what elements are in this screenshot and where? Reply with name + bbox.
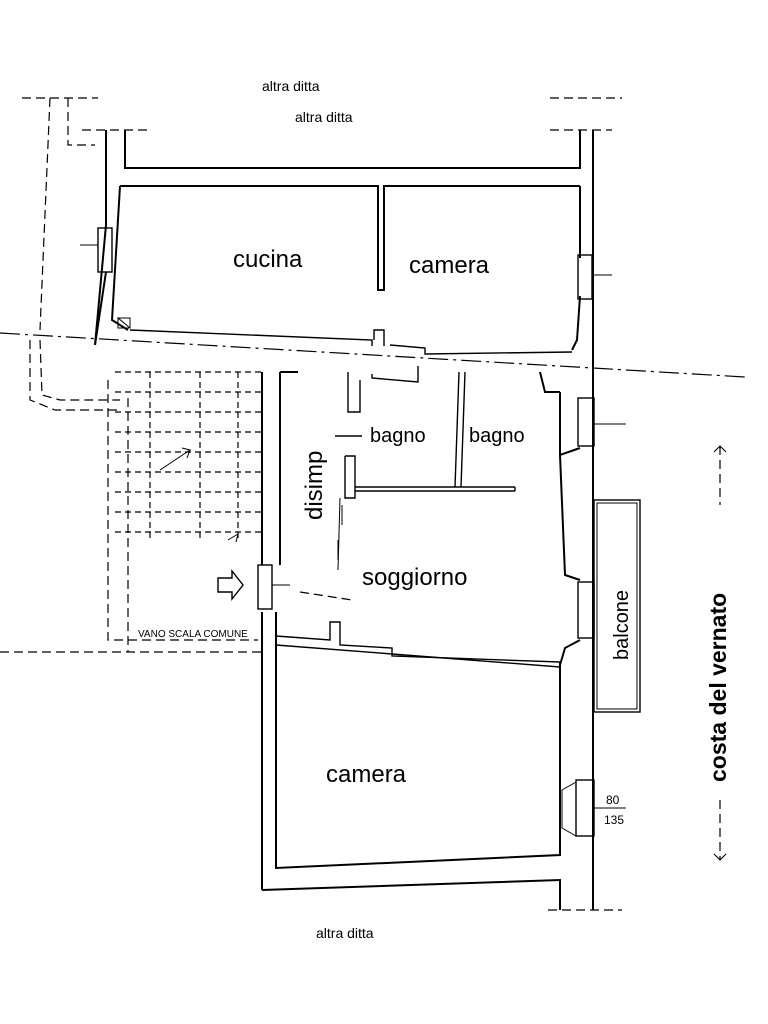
bathroom-label-2: bagno (469, 425, 525, 447)
stairwell-stairs (115, 371, 265, 602)
top-neighbor-label-2: altra ditta (295, 109, 353, 125)
bedroom-top-label: camera (409, 252, 490, 279)
kitchen-label: cucina (233, 246, 303, 273)
upper-block-walls (80, 130, 612, 370)
stairwell-label: VANO SCALA COMUNE (138, 629, 248, 640)
street-arrows (713, 445, 727, 861)
bedroom-bottom-label: camera (326, 761, 407, 788)
lower-block-walls (257, 366, 641, 910)
street-label: costa del vernato (705, 593, 731, 782)
top-neighbor-label-1: altra ditta (262, 78, 320, 94)
boundary-lines (0, 97, 746, 911)
window-height-dimension: 135 (604, 813, 624, 827)
bathroom-label-1: bagno (370, 425, 426, 447)
hallway-label: disimp (301, 451, 328, 520)
balcony-label: balcone (611, 590, 633, 660)
living-room-label: soggiorno (362, 564, 467, 591)
bottom-neighbor-label: altra ditta (316, 925, 374, 941)
window-width-dimension: 80 (606, 793, 620, 807)
